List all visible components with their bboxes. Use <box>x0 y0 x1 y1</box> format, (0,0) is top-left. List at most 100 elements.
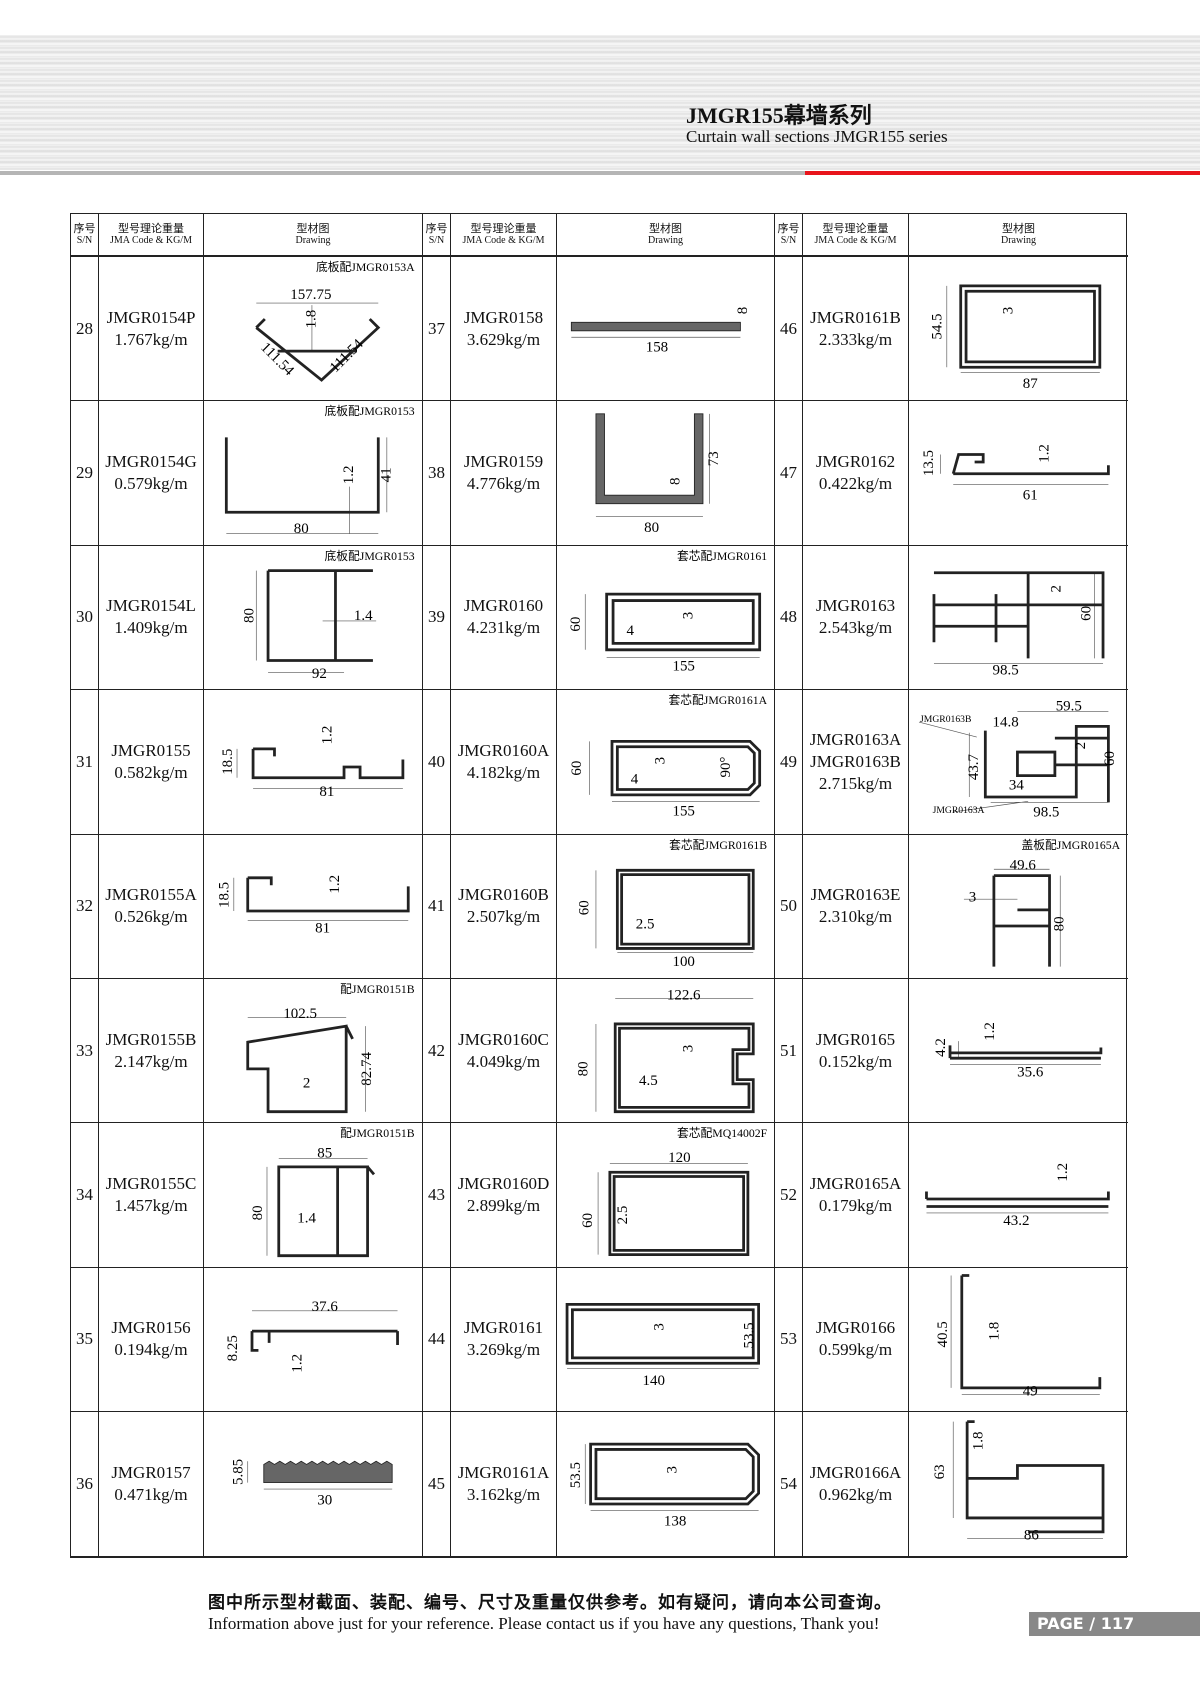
dimension-label: 73 <box>706 452 722 467</box>
dimension-label: 43.7 <box>966 754 982 781</box>
page-label: PAGE <box>1037 1614 1084 1633</box>
profile-code: JMGR0155 <box>111 740 191 760</box>
header-code-en: JMA Code & KG/M <box>110 234 192 246</box>
profile-outline <box>589 1442 760 1506</box>
profile-weight: 0.582kg/m <box>114 762 188 782</box>
profile-code: JMGR0166A <box>809 1462 902 1482</box>
dimension-label: 5.85 <box>231 1459 247 1485</box>
profile-outline <box>255 318 381 382</box>
dimension-label: 80 <box>250 1206 266 1221</box>
dimension-label: 82.74 <box>359 1051 375 1085</box>
dimension-label: 1.4 <box>297 1211 316 1227</box>
dimension-label: 1.2 <box>289 1354 305 1373</box>
profile-outline <box>570 321 741 332</box>
profile-weight: 1.457kg/m <box>114 1196 188 1216</box>
dimension-label: 1.2 <box>341 466 357 485</box>
dimension-label: 63 <box>932 1465 948 1480</box>
profile-outline <box>965 1420 1105 1534</box>
dimension-label: 4.2 <box>933 1038 949 1057</box>
profile-weight: 3.629kg/m <box>466 329 541 349</box>
dimension-label: 86 <box>1024 1528 1039 1544</box>
dimension-label: 35.6 <box>1017 1065 1044 1081</box>
profile-outline <box>263 1460 393 1484</box>
dimension-label: 98.5 <box>1033 805 1059 821</box>
serial-number: 45 <box>423 1412 451 1557</box>
profile-weight: 0.526kg/m <box>114 907 188 927</box>
dimension-label: 14.8 <box>993 715 1019 731</box>
dimension-label: 2 <box>1073 742 1089 749</box>
profile-code: JMGR0165 <box>815 1029 896 1049</box>
profile-outline <box>605 592 762 651</box>
dimension-line <box>266 1158 368 1257</box>
header-code-cn: 型号理论重量 <box>822 222 889 235</box>
profile-outline <box>610 740 762 797</box>
page-title: JMGR155幕墙系列 <box>686 103 872 128</box>
profile-weight: 1.409kg/m <box>114 618 188 638</box>
dimension-line <box>963 868 1061 967</box>
dimension-line <box>933 572 1104 664</box>
dimension-label: 34 <box>1009 778 1024 794</box>
profile-outline <box>608 1171 750 1257</box>
serial-number: 48 <box>775 545 803 691</box>
dimension-label: 120 <box>668 1150 690 1166</box>
dimension-label: 61 <box>1023 488 1038 504</box>
dimension-label: 3 <box>969 889 976 905</box>
dimension-line <box>584 1444 759 1511</box>
serial-number: 43 <box>423 1123 451 1268</box>
profile-outline <box>932 571 1105 659</box>
profile-code: JMGR0155A <box>105 885 197 905</box>
profile-weight: 2.147kg/m <box>114 1051 188 1071</box>
serial-number: 33 <box>71 978 99 1124</box>
dimension-label: 40.5 <box>935 1321 951 1347</box>
serial-number: 28 <box>71 257 99 402</box>
header-sn-cn: 序号 <box>777 222 800 235</box>
dimension-line <box>595 869 754 953</box>
header-sn-en: S/N <box>428 234 445 246</box>
profile-code: JMGR0154L <box>106 596 196 616</box>
profile-weight: 0.194kg/m <box>114 1340 188 1360</box>
profile-weight: 3.162kg/m <box>466 1484 541 1504</box>
dimension-label: 41 <box>378 468 394 483</box>
dimension-line <box>597 1163 748 1255</box>
assembly-note: 配JMGR0151B <box>340 983 415 996</box>
serial-number: 30 <box>71 545 99 691</box>
header-band <box>0 35 1200 170</box>
dimension-line <box>236 749 403 789</box>
header-drawing-en: Drawing <box>295 234 331 246</box>
profile-code: JMGR0161B <box>810 307 901 327</box>
dimension-label: 80 <box>1052 916 1068 931</box>
header-code-cn: 型号理论重量 <box>118 222 184 235</box>
dimension-label: 1.8 <box>970 1432 986 1451</box>
profile-code: JMGR0158 <box>463 307 544 327</box>
profile-outline <box>983 725 1110 803</box>
dimension-label: 3 <box>664 1466 680 1473</box>
dimension-label: 1.2 <box>982 1022 998 1041</box>
header-drawing-en: Drawing <box>1001 234 1036 246</box>
serial-number: 53 <box>775 1267 803 1413</box>
profile-code-secondary: JMGR0163B <box>810 751 901 771</box>
assembly-note: 配JMGR0151B <box>340 1127 415 1140</box>
